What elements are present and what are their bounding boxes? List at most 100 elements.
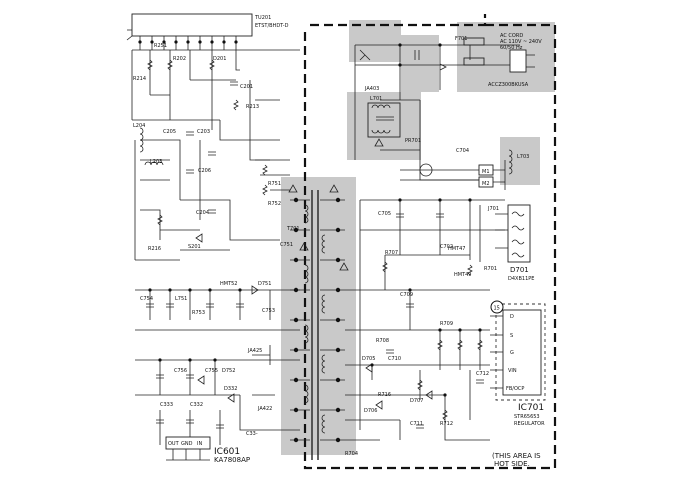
ic601-pin-out: OUT — [168, 441, 180, 447]
label-s201: S201 — [188, 244, 201, 250]
ic701-part-label: STR65653 — [514, 414, 540, 420]
marker-15-text: 15 — [494, 306, 500, 312]
label-r708: R708 — [376, 338, 389, 344]
ic701-pin-d: D — [510, 314, 514, 320]
label-d201: D201 — [213, 56, 226, 62]
label-r716: R716 — [378, 392, 391, 398]
label-c711: C711 — [410, 421, 423, 427]
l701-line-filter: L701 — [367, 96, 401, 147]
d701-label: D701 — [510, 266, 529, 274]
left-signal-wiring — [131, 49, 300, 261]
ic601-pin-gnd: GND — [181, 441, 193, 447]
ac-input-wiring — [354, 37, 520, 181]
label-m2: M2 — [482, 181, 490, 187]
label-r709: R709 — [440, 321, 453, 327]
label-c754: C754 — [140, 296, 153, 302]
label-d706: D706 — [364, 408, 377, 414]
label-r202: R202 — [173, 56, 186, 62]
ac-cord-part: ACCZ300BKUSA — [488, 82, 529, 88]
ic601-label: IC601 — [214, 447, 240, 457]
label-c333: C333 — [160, 402, 173, 408]
degauss-relay: M1 M2 L703 — [419, 149, 529, 190]
left-signal-labels: R251 R202 D201 C201 R213 R214 L204 C205 … — [133, 43, 259, 252]
ic601-pin-in: IN — [197, 441, 202, 447]
ac-cord-frequency: 60/50 Hz — [500, 45, 523, 51]
label-r752: R752 — [268, 201, 281, 207]
hot-side-boundary — [303, 14, 557, 470]
label-r704: R704 — [345, 451, 358, 457]
label-c201: C201 — [240, 84, 253, 90]
label-f701: F701 — [455, 36, 467, 42]
label-m1: M1 — [482, 169, 490, 175]
ic601-regulator: OUT GND IN IC601 KA7808AP — [165, 436, 250, 464]
label-d332: D332 — [224, 386, 237, 392]
label-c709: C709 — [400, 292, 413, 298]
label-c33x: C33- — [246, 431, 258, 437]
label-l751: L751 — [175, 296, 187, 302]
shade-line-filter — [349, 20, 401, 62]
label-c203: C203 — [197, 129, 210, 135]
label-c702: C702 — [440, 244, 453, 250]
label-c751: C751 — [280, 242, 293, 248]
label-d752: D752 — [222, 368, 235, 374]
label-hmt49: HMT49 — [454, 272, 472, 278]
label-l703: L703 — [517, 154, 529, 160]
label-c755: C755 — [205, 368, 218, 374]
t701-input-wiring — [255, 159, 290, 196]
label-c753: C753 — [262, 308, 275, 314]
t701-label: T701 — [286, 226, 300, 232]
d701-bridge: J701 D701 D4XB11PE — [479, 204, 534, 282]
label-ja403: JA403 — [364, 86, 379, 92]
label-r712: R712 — [440, 421, 453, 427]
label-hmt47: HMT47 — [448, 246, 466, 252]
label-r753: R753 — [192, 310, 205, 316]
ic701-role-label: REGULATOR — [514, 421, 545, 427]
ac-cord-plug: AC CORD AC 110V ~ 240V 60/50 Hz ACCZ300B… — [488, 33, 542, 88]
label-pr701: PR701 — [405, 138, 421, 144]
t701-transformer: T701 — [286, 184, 349, 460]
label-ja422: JA422 — [257, 406, 272, 412]
label-r701: R701 — [484, 266, 497, 272]
label-r707: R707 — [385, 250, 398, 256]
label-c205: C205 — [163, 129, 176, 135]
label-j701: J701 — [487, 206, 499, 212]
shade-ac-cord-region — [457, 22, 555, 92]
lower-left-labels: C754 L751 R753 HMT52 D751 C753 C756 C755… — [140, 281, 275, 437]
junction-dots — [148, 43, 482, 397]
lower-left-wiring — [135, 285, 300, 445]
ic701-pin-g: G — [510, 350, 514, 356]
primary-side-wiring — [345, 199, 505, 441]
t701-input-labels: R751 R752 C751 — [268, 181, 293, 248]
label-l203: L203 — [150, 159, 162, 165]
shade-fuse-region — [401, 35, 439, 92]
label-ja425: JA425 — [247, 348, 262, 354]
ic701-label: IC701 — [518, 403, 544, 413]
label-d705: D705 — [362, 356, 375, 362]
label-r216: R216 — [148, 246, 161, 252]
ic701-pin-s: S — [510, 333, 513, 339]
label-r751: R751 — [268, 181, 281, 187]
shade-l703-region — [500, 137, 540, 185]
hot-side-note-line1: (THIS AREA IS — [492, 452, 541, 460]
label-d751: D751 — [258, 281, 271, 287]
ac-cord-label: AC CORD — [500, 33, 523, 39]
tu201-block: TU201 ETST/BHDT-D — [126, 13, 289, 50]
label-l204: L204 — [133, 123, 145, 129]
hot-side-note: (THIS AREA IS HOT SIDE. — [492, 452, 541, 468]
label-c756: C756 — [174, 368, 187, 374]
label-r213: R213 — [246, 104, 259, 110]
ic701-pin-vin: VIN — [508, 368, 517, 374]
label-d707: D707 — [410, 398, 423, 404]
ac-cord-voltage: AC 110V ~ 240V — [500, 39, 542, 45]
tu201-part-label: ETST/BHDT-D — [255, 23, 289, 29]
label-c206: C206 — [198, 168, 211, 174]
primary-side-labels: C705 C702 R707 HMT47 HMT49 R701 C709 R70… — [345, 36, 497, 457]
hot-side-note-line2: HOT SIDE. — [494, 460, 530, 468]
label-c332: C332 — [190, 402, 203, 408]
label-c204: C204 — [196, 210, 209, 216]
label-c712: C712 — [476, 371, 489, 377]
ic601-part-label: KA7808AP — [214, 456, 250, 464]
d701-part-label: D4XB11PE — [508, 276, 534, 282]
tu201-label: TU201 — [254, 15, 271, 21]
